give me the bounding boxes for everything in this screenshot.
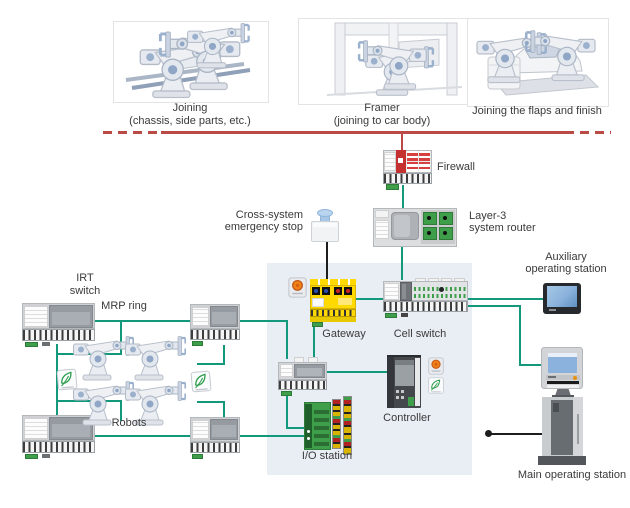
plant-bus — [161, 131, 565, 134]
firewall-device — [383, 150, 432, 190]
switch-io-link-v — [286, 391, 288, 429]
controller-leaf-icon — [428, 377, 444, 394]
emergency-button-icon — [288, 277, 307, 298]
photo-joining-flaps — [467, 18, 609, 107]
cell-switch-device — [383, 278, 468, 318]
cell-switch-label: Cell switch — [393, 328, 447, 340]
mrp-switch-bottom-right — [190, 417, 240, 460]
gateway-cellswitch-link — [354, 298, 384, 300]
irt-switch-device — [22, 303, 95, 347]
io-station-device — [304, 396, 352, 455]
ring-to-panel-link-v — [286, 320, 288, 359]
mrp-ring-left-link — [56, 344, 58, 416]
cellswitch-aux-link — [466, 298, 544, 300]
controller-emergency-icon — [428, 357, 444, 375]
controller-device — [387, 355, 425, 408]
leaf-icon-left — [56, 368, 78, 391]
main-station — [538, 347, 586, 465]
main-station-label: Main operating station — [517, 469, 627, 481]
firewall-router-link — [402, 185, 404, 210]
router-label-line1: Layer-3 — [469, 210, 507, 222]
main-station-cabinet — [542, 397, 583, 457]
panel-mainstation-junction — [485, 430, 492, 437]
router-cellswitch-link — [401, 245, 403, 280]
gateway-device — [310, 279, 356, 327]
framer-illustration — [326, 22, 463, 102]
robot-arm-2 — [124, 335, 186, 381]
joining-flaps-illustration — [468, 19, 600, 96]
robot3-drop-h — [56, 400, 122, 402]
aux-station-label-line2: operating station — [525, 263, 607, 275]
robot4-drop-v — [223, 401, 225, 418]
robot2-drop-v — [223, 345, 225, 365]
aux-station-monitor — [543, 283, 581, 314]
irt-switch-label-line2: switch — [69, 285, 101, 297]
estop-label-line1: Cross-system — [235, 209, 303, 221]
plant-bus-dashed-right — [565, 131, 611, 134]
gateway-label: Gateway — [322, 328, 366, 340]
robots-label: Robots — [111, 417, 147, 429]
mrp-switch-bottom-left — [22, 415, 95, 459]
bus-to-firewall-link — [401, 133, 403, 151]
firewall-label: Firewall — [437, 161, 475, 173]
aux-station-label-line1: Auxiliary — [545, 251, 587, 263]
cell-internal-switch-device — [278, 357, 327, 398]
layer3-router-device — [373, 208, 457, 247]
mrp-switch-top-right — [190, 304, 240, 347]
estop-label-line2: emergency stop — [224, 221, 303, 233]
cellswitch-main-link-h1 — [466, 305, 521, 307]
main-station-base — [538, 456, 586, 465]
plant-bus-dashed-left — [103, 131, 161, 134]
photo-joining-chassis — [113, 21, 269, 103]
joining-chassis-illustration — [125, 22, 251, 100]
router-label-line2: system router — [469, 222, 536, 234]
robot3-drop-v — [120, 400, 122, 421]
irt-switch-label-line1: IRT — [76, 272, 94, 284]
cellswitch-main-link-h2 — [519, 364, 544, 366]
panel-mainstation-link — [489, 433, 543, 435]
leaf-icon-right — [190, 370, 212, 393]
main-station-monitor — [541, 347, 583, 389]
switch-controller-link — [325, 371, 389, 373]
photo2-label-line1: Framer — [364, 102, 400, 114]
photo3-label-line1: Joining the flaps and finish — [472, 105, 602, 117]
cellswitch-main-link-v — [519, 305, 521, 366]
gateway-switch-link — [313, 322, 315, 359]
estop-gateway-link — [326, 240, 328, 281]
switch-io-link-h — [286, 427, 309, 429]
mrp-ring-label: MRP ring — [101, 300, 147, 312]
photo2-label-line2: (joining to car body) — [333, 115, 431, 127]
robot4-drop-h — [197, 401, 225, 403]
robot1-drop-v — [120, 320, 122, 355]
robot2-drop-h — [197, 363, 225, 365]
robot1-drop-h — [56, 353, 122, 355]
io-station-label: I/O station — [301, 450, 353, 462]
photo-framer — [298, 18, 469, 105]
photo1-label-line2: (chassis, side parts, etc.) — [129, 115, 251, 127]
controller-label: Controller — [383, 412, 431, 424]
emergency-stop-device — [311, 206, 339, 243]
photo1-label-line1: Joining — [172, 102, 208, 114]
main-station-stand — [555, 389, 571, 396]
